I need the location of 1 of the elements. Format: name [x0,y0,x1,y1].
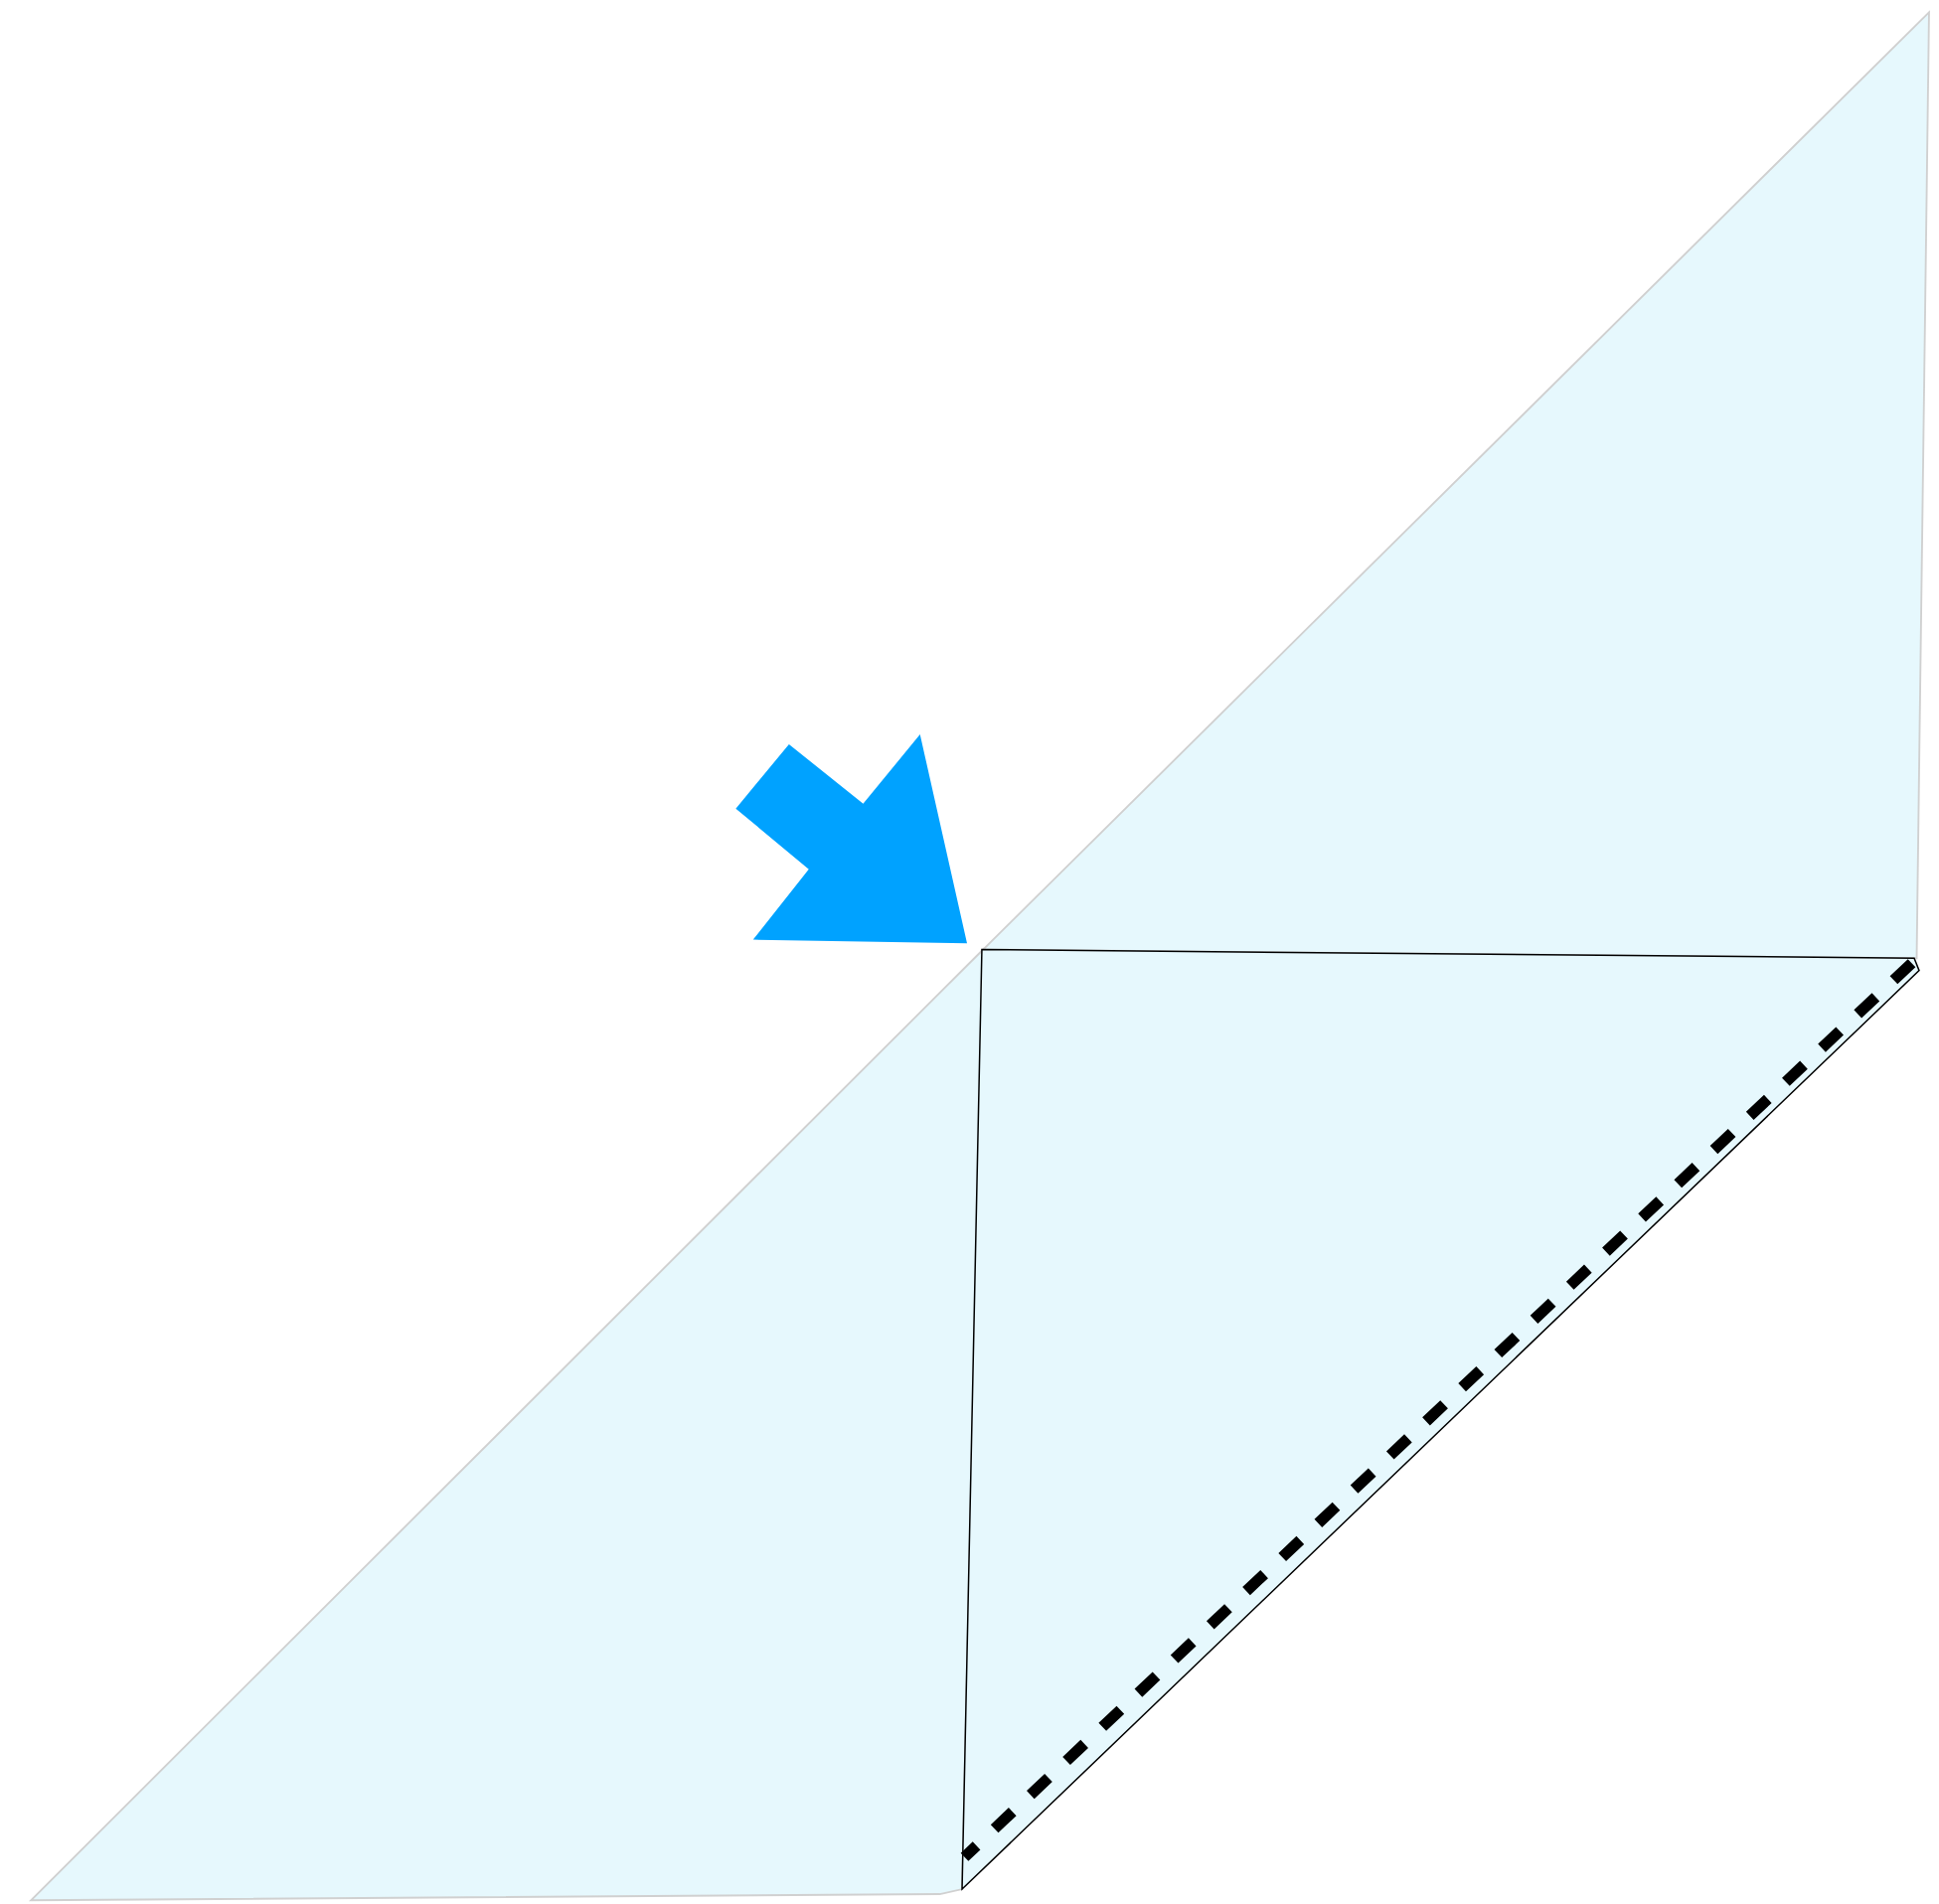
paper-drawing [28,10,1930,1902]
